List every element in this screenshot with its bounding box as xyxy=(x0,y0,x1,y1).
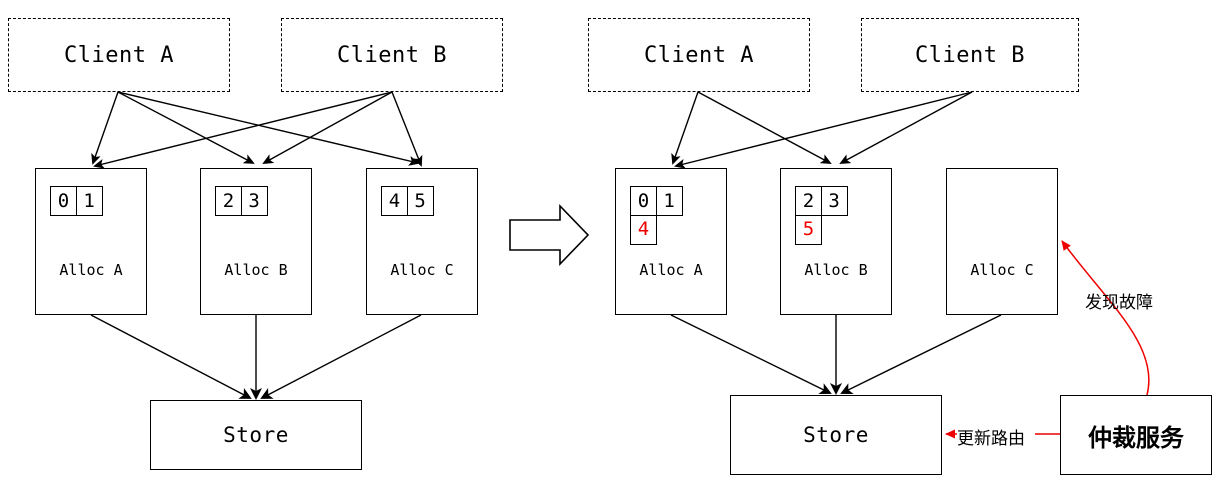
after-client-b-label: Client B xyxy=(915,42,1025,68)
after-client-links xyxy=(671,91,973,169)
after-allocator-a-extra-cells: 4 xyxy=(630,214,657,245)
after-allocator-b-label: Alloc B xyxy=(804,261,868,279)
before-store-box[interactable]: Store xyxy=(150,400,362,470)
before-allocator-a-cells: 0 1 xyxy=(50,186,103,216)
cell: 3 xyxy=(820,186,848,216)
after-allocator-b-box[interactable]: 2 3 5 Alloc B xyxy=(780,168,892,315)
before-allocator-b-box[interactable]: 2 3 Alloc B xyxy=(200,168,312,315)
after-allocator-b-extra-cells: 5 xyxy=(795,214,822,245)
after-store-label: Store xyxy=(803,423,869,447)
before-allocator-b-cells: 2 3 xyxy=(215,186,268,216)
after-client-a-label: Client A xyxy=(644,42,754,68)
after-allocator-c-box[interactable]: Alloc C xyxy=(946,168,1058,315)
before-store-label: Store xyxy=(223,423,289,447)
after-allocator-a-label: Alloc A xyxy=(639,261,703,279)
before-client-a-box[interactable]: Client A xyxy=(8,18,230,92)
before-store-links xyxy=(90,314,422,400)
before-allocator-a-label: Alloc A xyxy=(59,261,123,279)
before-allocator-b-label: Alloc B xyxy=(224,261,288,279)
after-allocator-a-box[interactable]: 0 1 4 Alloc A xyxy=(615,168,727,315)
before-allocator-c-cells: 4 5 xyxy=(381,186,434,216)
before-client-a-label: Client A xyxy=(64,42,174,68)
after-store-links xyxy=(670,314,1002,395)
cell: 2 xyxy=(795,186,822,216)
transition-arrow-icon xyxy=(509,204,590,266)
detect-failure-annotation: 发现故障 xyxy=(1085,293,1153,313)
cell: 0 xyxy=(630,186,657,216)
after-store-box[interactable]: Store xyxy=(730,395,942,475)
after-client-b-box[interactable]: Client B xyxy=(861,18,1079,92)
after-allocator-a-cells: 0 1 xyxy=(630,186,683,216)
update-route-annotation: 更新路由 xyxy=(957,429,1025,449)
after-allocator-c-label: Alloc C xyxy=(970,261,1034,279)
cell: 1 xyxy=(655,186,683,216)
before-client-links xyxy=(91,91,423,169)
cell: 0 xyxy=(50,186,77,216)
cell: 1 xyxy=(75,186,103,216)
before-client-b-box[interactable]: Client B xyxy=(281,18,503,92)
cell: 3 xyxy=(240,186,268,216)
after-allocator-b-cells: 2 3 xyxy=(795,186,848,216)
arbitration-service-label: 仲裁服务 xyxy=(1088,423,1184,452)
cell: 5 xyxy=(406,186,434,216)
after-client-a-box[interactable]: Client A xyxy=(588,18,810,92)
before-client-b-label: Client B xyxy=(337,42,447,68)
before-allocator-a-box[interactable]: 0 1 Alloc A xyxy=(35,168,147,315)
before-allocator-c-box[interactable]: 4 5 Alloc C xyxy=(366,168,478,315)
detect-failure-arrow xyxy=(1061,240,1150,396)
cell-migrated: 4 xyxy=(630,214,657,245)
arbitration-service-box[interactable]: 仲裁服务 xyxy=(1060,395,1212,475)
cell: 4 xyxy=(381,186,408,216)
before-allocator-c-label: Alloc C xyxy=(390,261,454,279)
cell-migrated: 5 xyxy=(795,214,822,245)
cell: 2 xyxy=(215,186,242,216)
